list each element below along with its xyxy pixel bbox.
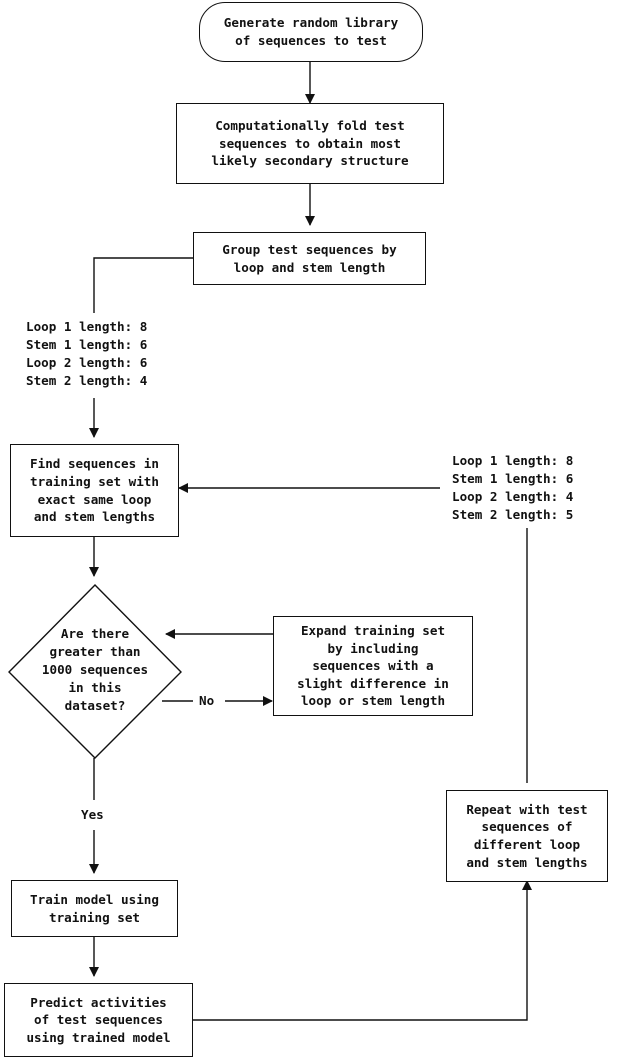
lengths-annotation-a: Loop 1 length: 8 Stem 1 length: 6 Loop 2… xyxy=(26,318,147,390)
lengths-a-line: Stem 2 length: 4 xyxy=(26,373,148,388)
lengths-b-line: Loop 1 length: 8 xyxy=(452,453,574,468)
edge-label-no: No xyxy=(199,693,215,708)
lengths-b-line: Stem 1 length: 6 xyxy=(452,471,574,486)
train-step: Train model using training set xyxy=(11,880,178,937)
start-node: Generate random library of sequences to … xyxy=(199,2,423,62)
decision-diamond xyxy=(8,584,182,759)
lengths-b-line: Loop 2 length: 4 xyxy=(452,489,574,504)
lengths-a-line: Stem 1 length: 6 xyxy=(26,337,148,352)
lengths-a-line: Loop 2 length: 6 xyxy=(26,355,148,370)
lengths-annotation-b: Loop 1 length: 8 Stem 1 length: 6 Loop 2… xyxy=(452,452,573,524)
fold-step: Computationally fold test sequences to o… xyxy=(176,103,444,184)
find-step: Find sequences in training set with exac… xyxy=(10,444,179,537)
connector-group-to-lengths-a xyxy=(93,257,193,313)
repeat-step: Repeat with test sequences of different … xyxy=(446,790,608,882)
arrow-predict-to-repeat xyxy=(193,880,532,1021)
group-step: Group test sequences by loop and stem le… xyxy=(193,232,426,285)
predict-step: Predict activities of test sequences usi… xyxy=(4,983,193,1057)
decision-label: Are there greater than 1000 sequences in… xyxy=(41,626,149,713)
lengths-a-line: Loop 1 length: 8 xyxy=(26,319,148,334)
expand-step: Expand training set by including sequenc… xyxy=(273,616,473,716)
edge-label-yes: Yes xyxy=(81,807,104,822)
lengths-b-line: Stem 2 length: 5 xyxy=(452,507,574,522)
